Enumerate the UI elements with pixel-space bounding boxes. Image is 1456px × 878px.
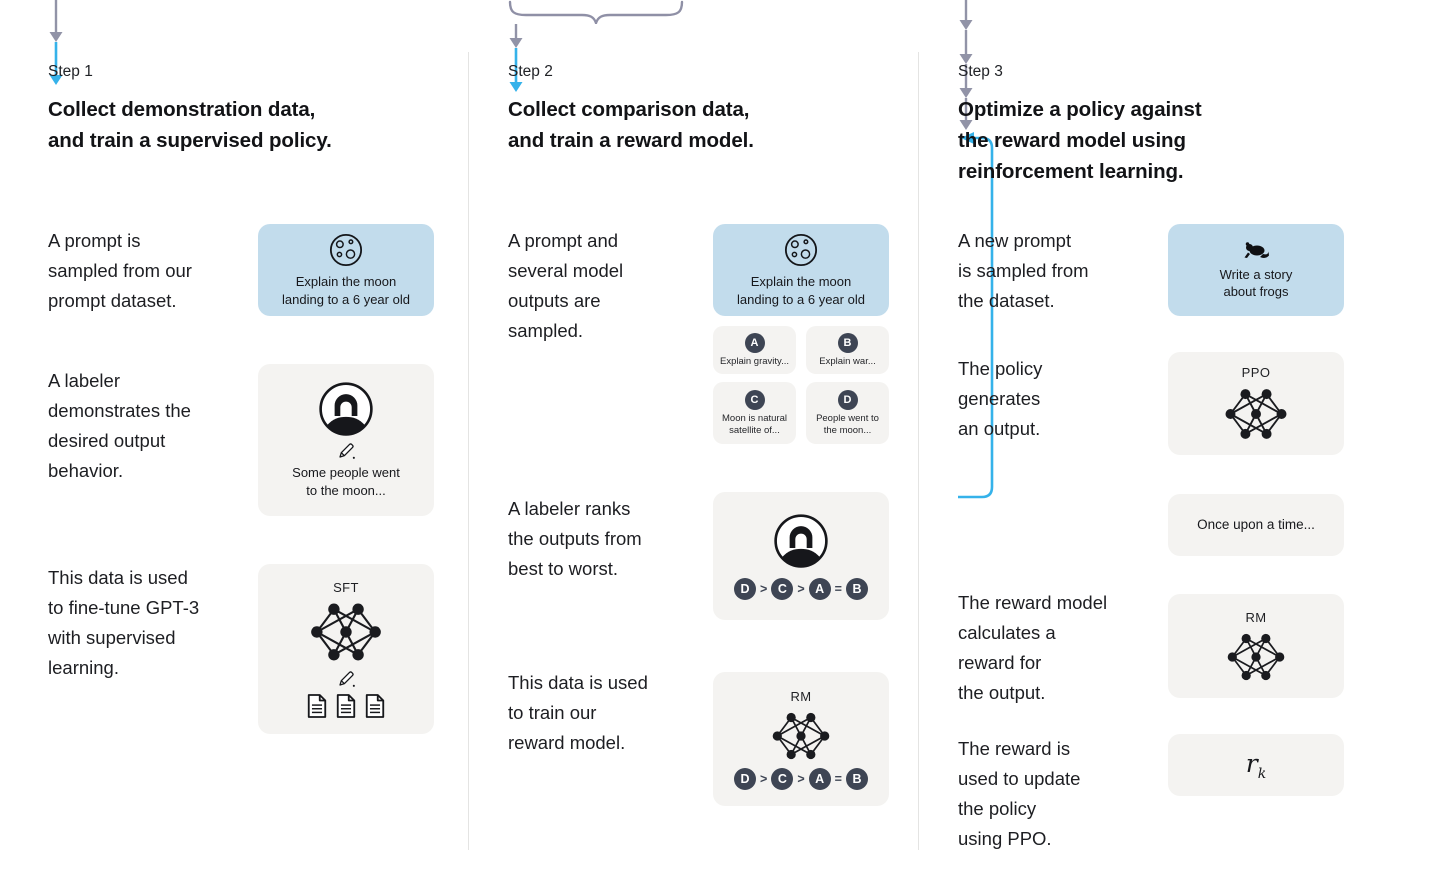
curly-brace (508, 0, 684, 24)
step1-heading: Collect demonstration data, and train a … (48, 98, 332, 152)
output-letter-badge: C (744, 389, 765, 410)
step3-text-reward-model: The reward model calculates a reward for… (958, 592, 1108, 703)
prompt-box: Explain the moon landing to a 6 year old (713, 224, 889, 316)
document-icon (336, 693, 356, 718)
step3-text-prompt: A new prompt is sampled from the dataset… (958, 230, 1089, 311)
down-arrow-gray (959, 64, 973, 98)
step1-text-labeler: A labeler demonstrates the desired outpu… (48, 370, 191, 481)
output-chip-b: B Explain war... (806, 326, 889, 374)
labeler-ranking-box: D > C > A = B (713, 492, 889, 620)
down-arrow-gray (509, 24, 523, 48)
step3-column: Step 3 Optimize a policy against the rew… (958, 0, 1428, 878)
step2-column: Step 2 Collect comparison data, and trai… (508, 0, 918, 878)
step1-text-data: This data is used to fine-tune GPT-3 wit… (48, 567, 200, 678)
neural-network-icon (771, 711, 831, 760)
step2-label: Step 2 (508, 63, 553, 80)
output-chip-text: People went to the moon... (816, 412, 879, 436)
reward-variable-base: r (1245, 748, 1258, 778)
documents-icon (306, 693, 386, 719)
step1-label: Step 1 (48, 63, 93, 80)
output-letter-badge: A (744, 332, 765, 353)
down-arrow-blue (49, 42, 63, 85)
step1-column: Step 1 Collect demonstration data, and t… (48, 0, 458, 878)
rm-model-box: RM (1168, 594, 1344, 698)
output-chip-text: Explain gravity... (720, 355, 789, 367)
output-chip-text: Moon is natural satellite of... (722, 412, 787, 436)
reward-variable-subscript: k (1257, 765, 1267, 782)
down-arrow-gray (959, 30, 973, 64)
step2-text-sampled: A prompt and several model outputs are s… (508, 230, 624, 341)
labeler-output-text: Some people went to the moon... (292, 465, 400, 498)
column-divider (918, 52, 919, 850)
labeler-demo-box: Some people went to the moon... (258, 364, 434, 516)
neural-network-icon (310, 601, 382, 662)
frog-icon (1244, 241, 1269, 258)
prompt-box-text: Explain the moon landing to a 6 year old (282, 274, 410, 307)
rank-chip: D (734, 577, 757, 600)
output-letter-badge: B (837, 332, 858, 353)
rank-chip: C (771, 767, 794, 790)
output-chip-c: C Moon is natural satellite of... (713, 382, 796, 444)
output-chip-a: A Explain gravity... (713, 326, 796, 374)
column-divider (468, 52, 469, 850)
down-arrow-gray (959, 0, 973, 30)
rank-chip: B (845, 767, 868, 790)
step3-text-policy: The policy generates an output. (958, 358, 1043, 439)
sft-model-box: SFT (258, 564, 434, 734)
down-arrow-gray (959, 98, 973, 130)
down-arrow-gray (49, 0, 63, 42)
rank-chip: A (808, 767, 831, 790)
step2-text-train: This data is used to train our reward mo… (508, 672, 648, 753)
moon-icon (784, 233, 818, 267)
policy-output-box: Once upon a time... (1168, 494, 1344, 556)
output-letter-badge: D (837, 389, 858, 410)
labeler-avatar-icon (319, 382, 373, 436)
output-chip-d: D People went to the moon... (806, 382, 889, 444)
rank-op: = (834, 771, 842, 786)
rank-op: > (797, 771, 805, 786)
rank-chip: B (845, 577, 868, 600)
document-icon (365, 693, 385, 718)
ranking-row: D > C > A = B (734, 577, 868, 600)
rm-label: RM (1245, 609, 1267, 625)
prompt-box: Explain the moon landing to a 6 year old (258, 224, 434, 316)
rank-chip: D (734, 767, 757, 790)
moon-icon (329, 233, 363, 267)
step2-text-ranks: A labeler ranks the outputs from best to… (508, 498, 642, 579)
step2-heading: Collect comparison data, and train a rew… (508, 98, 754, 152)
rm-label: RM (790, 688, 812, 704)
neural-network-icon (1224, 388, 1288, 440)
ppo-label: PPO (1241, 365, 1271, 380)
step1-text-prompt: A prompt is sampled from our prompt data… (48, 230, 192, 311)
reward-value-box: rk (1168, 734, 1344, 796)
policy-output-text: Once upon a time... (1197, 517, 1315, 533)
feedback-arrow (958, 132, 994, 499)
rank-op: = (834, 581, 842, 596)
prompt-box: Write a story about frogs (1168, 224, 1344, 316)
pencil-icon (338, 443, 356, 460)
document-icon (307, 693, 327, 718)
down-arrow-blue (509, 48, 523, 92)
neural-network-icon (1226, 632, 1286, 681)
ranking-row: D > C > A = B (734, 767, 868, 790)
prompt-box-text: Write a story about frogs (1219, 266, 1293, 300)
prompt-box-text: Explain the moon landing to a 6 year old (737, 274, 865, 307)
step3-text-update: The reward is used to update the policy … (958, 738, 1081, 849)
rank-op: > (760, 771, 768, 786)
pencil-icon (338, 670, 356, 688)
rank-chip: C (771, 577, 794, 600)
rm-model-box: RM D > C > A = B (713, 672, 889, 806)
step3-label: Step 3 (958, 63, 1003, 80)
rank-op: > (760, 581, 768, 596)
ppo-model-box: PPO (1168, 352, 1344, 455)
step3-heading: Optimize a policy against the reward mod… (958, 98, 1202, 183)
rank-op: > (797, 581, 805, 596)
labeler-avatar-icon (774, 513, 828, 568)
output-chip-text: Explain war... (819, 355, 876, 367)
sft-label: SFT (333, 579, 359, 595)
rank-chip: A (808, 577, 831, 600)
reward-variable: rk (1246, 749, 1266, 782)
